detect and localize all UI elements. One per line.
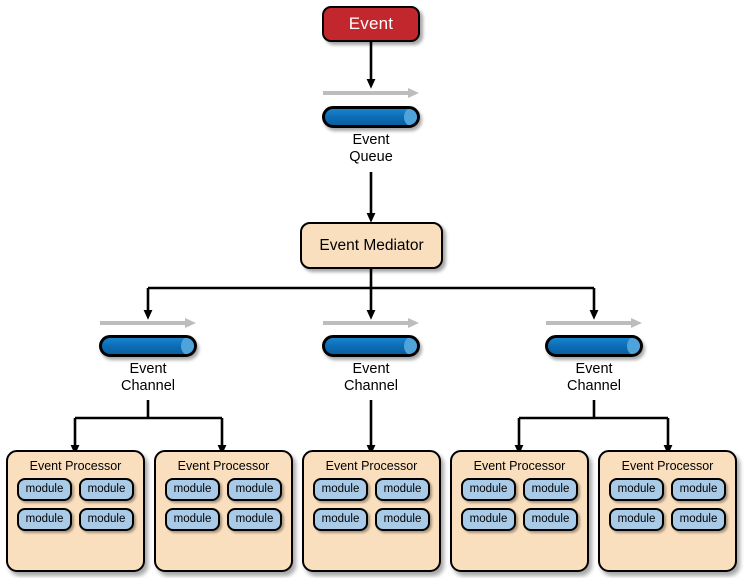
module-grid: module module module module (452, 478, 587, 540)
flow-arrowhead (408, 318, 419, 328)
event-channel-3-label: Event Channel (566, 361, 621, 394)
event-processor-title: Event Processor (325, 459, 418, 473)
event-channel-2-cylinder[interactable] (322, 335, 420, 357)
event-processor-title: Event Processor (473, 459, 566, 473)
module-box[interactable]: module (523, 478, 578, 501)
cylinder-cap (627, 338, 640, 354)
event-label: Event (348, 14, 394, 33)
module-box[interactable]: module (313, 478, 368, 501)
flow-bar (323, 91, 409, 95)
module-box[interactable]: module (461, 508, 516, 531)
module-box[interactable]: module (461, 478, 516, 501)
module-box[interactable]: module (313, 508, 368, 531)
module-box[interactable]: module (375, 478, 430, 501)
event-channel-1-label: Event Channel (120, 361, 175, 394)
module-box[interactable]: module (165, 478, 220, 501)
event-mediator-label: Event Mediator (319, 236, 424, 254)
queue-flow-arrow (323, 88, 419, 98)
event-channel-1-cylinder[interactable] (99, 335, 197, 357)
channel-1-flow-arrow (100, 318, 196, 328)
module-grid: module module module module (156, 478, 291, 540)
event-channel-2-label: Event Channel (343, 361, 398, 394)
module-grid: module module module module (600, 478, 735, 540)
flow-arrowhead (408, 88, 419, 98)
module-box[interactable]: module (79, 508, 134, 531)
module-box[interactable]: module (227, 478, 282, 501)
module-box[interactable]: module (79, 478, 134, 501)
module-box[interactable]: module (17, 478, 72, 501)
module-box[interactable]: module (609, 478, 664, 501)
event-processor-4[interactable]: Event Processor module module module mod… (450, 450, 589, 572)
module-box[interactable]: module (17, 508, 72, 531)
flow-bar (323, 321, 409, 325)
cylinder-cap (181, 338, 194, 354)
event-processor-title: Event Processor (621, 459, 714, 473)
module-box[interactable]: module (227, 508, 282, 531)
event-processor-3[interactable]: Event Processor module module module mod… (302, 450, 441, 572)
flow-arrowhead (185, 318, 196, 328)
event-queue-label: Event Queue (349, 132, 393, 165)
module-grid: module module module module (8, 478, 143, 540)
flow-bar (100, 321, 186, 325)
event-channel-3-cylinder[interactable] (545, 335, 643, 357)
flow-bar (546, 321, 632, 325)
channel-3-flow-arrow (546, 318, 642, 328)
module-box[interactable]: module (523, 508, 578, 531)
module-box[interactable]: module (671, 478, 726, 501)
event-mediator-node[interactable]: Event Mediator (300, 222, 443, 269)
event-node[interactable]: Event (322, 6, 420, 42)
event-processor-1[interactable]: Event Processor module module module mod… (6, 450, 145, 572)
cylinder-cap (404, 109, 417, 125)
event-processor-2[interactable]: Event Processor module module module mod… (154, 450, 293, 572)
event-processor-title: Event Processor (177, 459, 270, 473)
channel-2-flow-arrow (323, 318, 419, 328)
module-box[interactable]: module (609, 508, 664, 531)
event-processor-5[interactable]: Event Processor module module module mod… (598, 450, 737, 572)
module-box[interactable]: module (671, 508, 726, 531)
module-grid: module module module module (304, 478, 439, 540)
event-queue-cylinder[interactable] (322, 106, 420, 128)
module-box[interactable]: module (165, 508, 220, 531)
cylinder-cap (404, 338, 417, 354)
flow-arrowhead (631, 318, 642, 328)
module-box[interactable]: module (375, 508, 430, 531)
event-processor-title: Event Processor (29, 459, 122, 473)
